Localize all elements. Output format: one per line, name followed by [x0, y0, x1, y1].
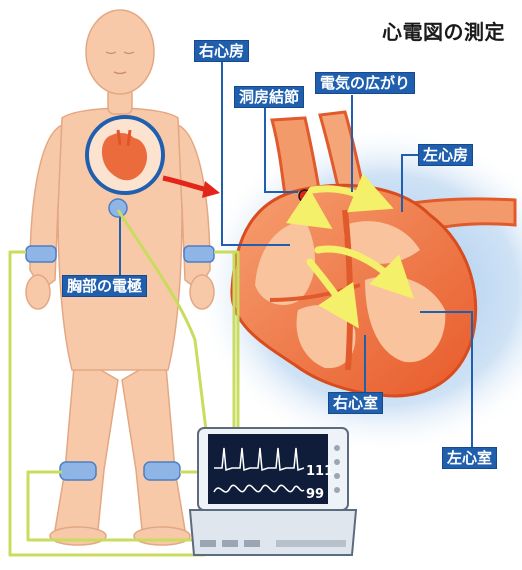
electrode-right-wrist: [26, 246, 56, 262]
label-sinus-node: 洞房結節: [234, 86, 304, 108]
label-conduction: 電気の広がり: [315, 72, 415, 94]
chest-electrode-pad: [109, 199, 127, 217]
electrode-left-wrist: [184, 246, 214, 262]
label-left-atrium: 左心房: [418, 144, 473, 166]
heart-rate-value: 111: [306, 464, 333, 479]
label-right-atrium: 右心房: [194, 40, 249, 62]
electrode-left-ankle: [144, 462, 180, 480]
label-chest-electrode: 胸部の電極: [62, 275, 147, 297]
electrode-right-ankle: [60, 462, 96, 480]
diagram-title: 心電図の測定: [382, 16, 505, 45]
label-right-ventricle: 右心室: [328, 392, 383, 414]
label-left-ventricle: 左心室: [442, 447, 497, 469]
spo2-value: 99: [306, 487, 324, 502]
